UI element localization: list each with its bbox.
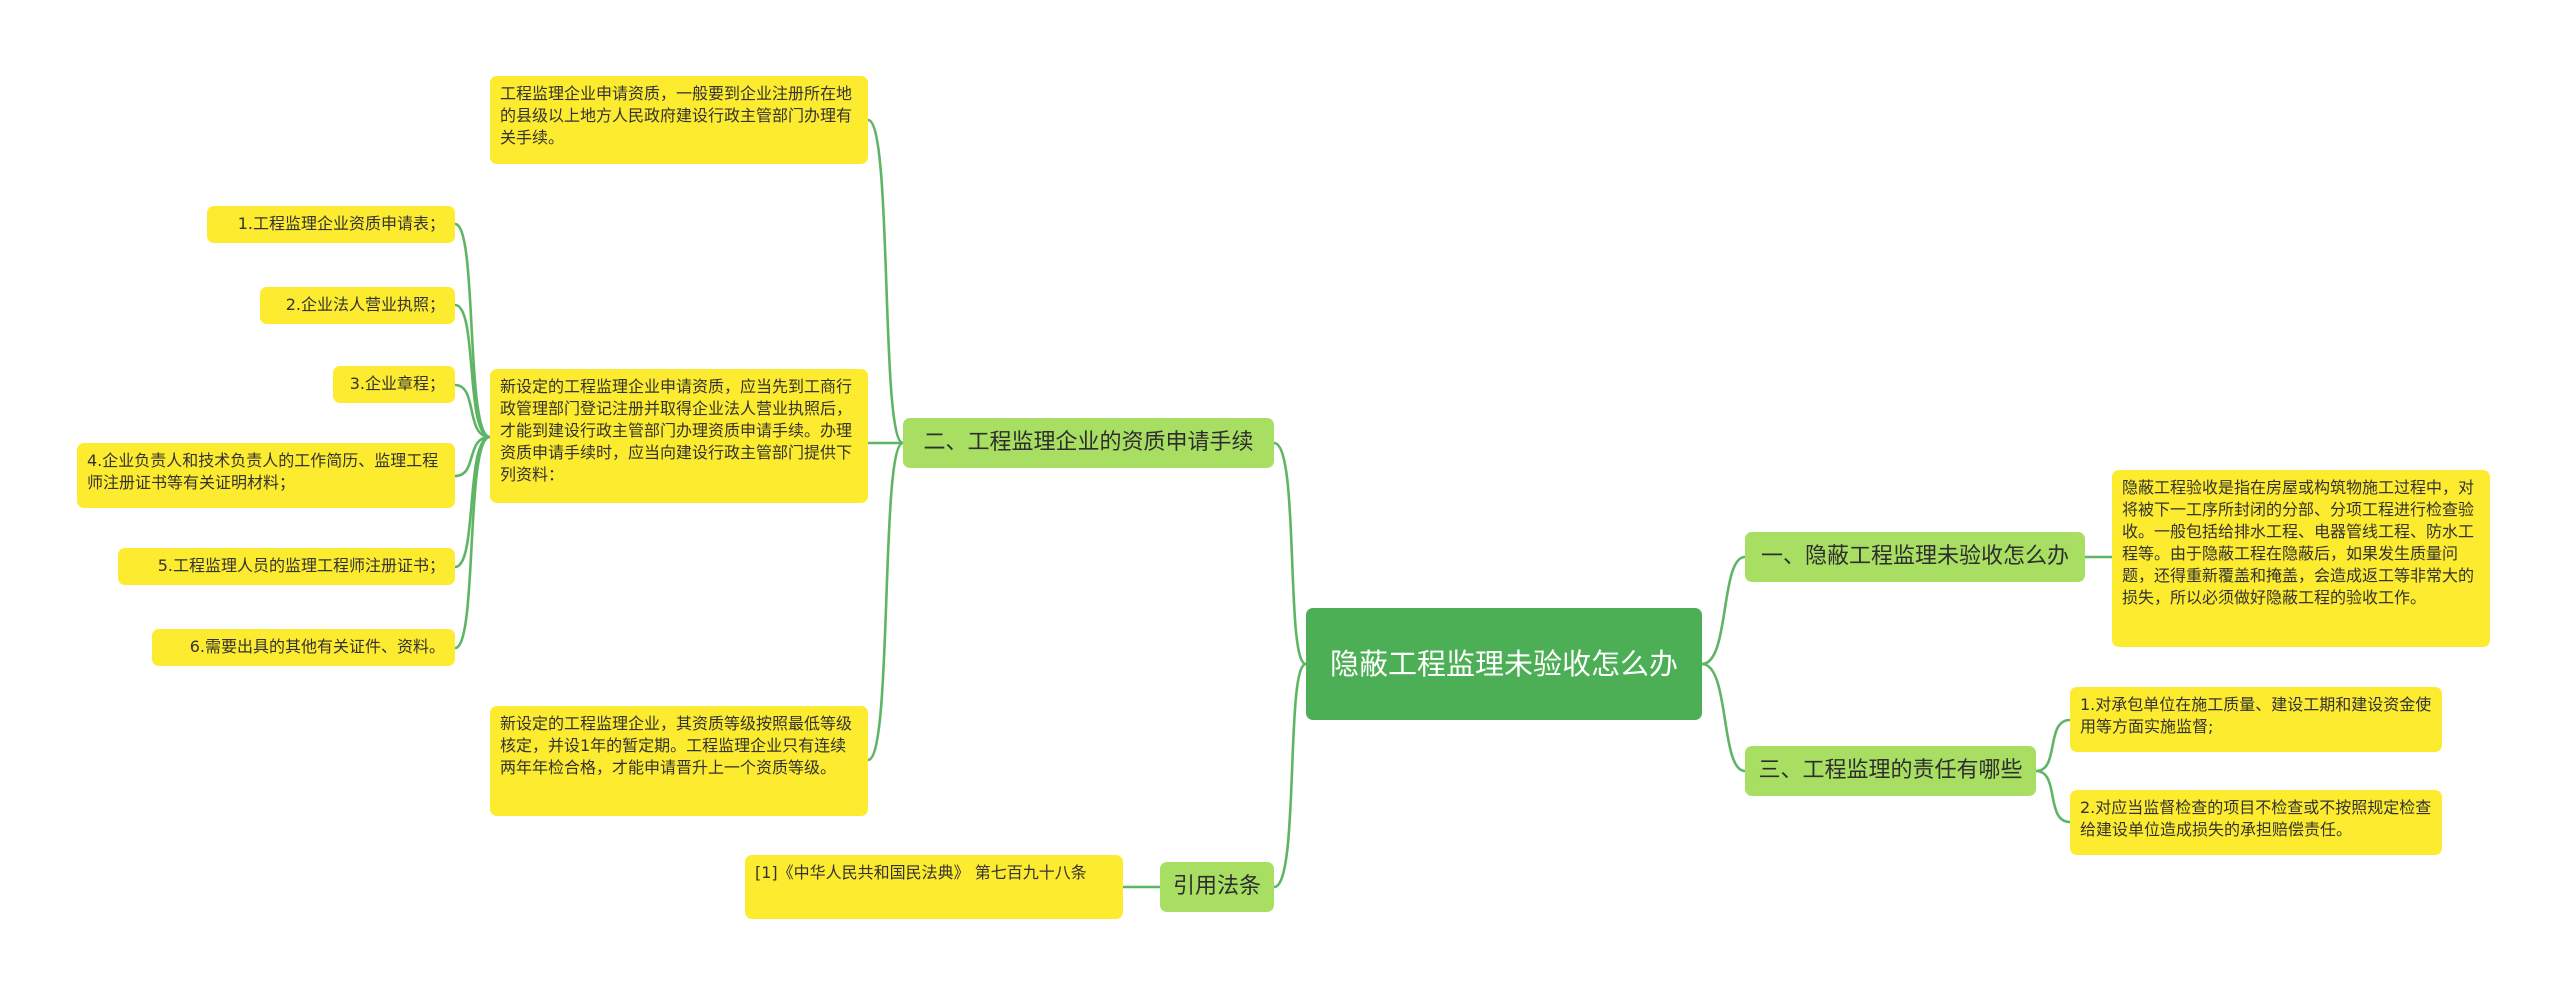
material-item-2-text: 2.企业法人营业执照；	[285, 295, 445, 314]
edge-b2-leaf1	[867, 118, 904, 445]
material-item-6[interactable]: 6.需要出具的其他有关证件、资料。	[152, 629, 455, 666]
edge-b3-leaf2	[2035, 769, 2071, 824]
leaf-b2-grade[interactable]: 新设定的工程监理企业，其资质等级按照最低等级核定，并设1年的暂定期。工程监理企业…	[490, 706, 868, 816]
branch-3[interactable]: 三、工程监理的责任有哪些	[1745, 746, 2036, 796]
leaf-b4-law[interactable]: [1]《中华人民共和国民法典》 第七百九十八条	[745, 855, 1123, 919]
branch-1-label: 一、隐蔽工程监理未验收怎么办	[1760, 544, 2069, 569]
edge-m3	[454, 383, 491, 439]
material-item-6-text: 6.需要出具的其他有关证件、资料。	[189, 637, 445, 656]
edge-root-b2	[1273, 441, 1307, 666]
material-item-1[interactable]: 1.工程监理企业资质申请表；	[207, 206, 455, 243]
leaf-b2-procedure[interactable]: 新设定的工程监理企业申请资质，应当先到工商行政管理部门登记注册并取得企业法人营业…	[490, 369, 868, 503]
edge-m2	[454, 303, 491, 439]
material-item-2[interactable]: 2.企业法人营业执照；	[260, 287, 455, 324]
material-item-4-text: 4.企业负责人和技术负责人的工作简历、监理工程师注册证书等有关证明材料；	[87, 451, 439, 492]
root-topic-label: 隐蔽工程监理未验收怎么办	[1329, 647, 1678, 681]
edge-m6	[454, 435, 491, 650]
edge-m5	[454, 435, 491, 569]
leaf-b3-duty-2-text: 2.对应当监督检查的项目不检查或不按照规定检查给建设单位造成损失的承担赔偿责任。	[2080, 798, 2432, 839]
branch-4[interactable]: 引用法条	[1160, 862, 1274, 912]
leaf-b2-where-text: 工程监理企业申请资质，一般要到企业注册所在地的县级以上地方人民政府建设行政主管部…	[500, 84, 853, 147]
edge-m1	[454, 222, 491, 439]
root-topic[interactable]: 隐蔽工程监理未验收怎么办	[1306, 608, 1702, 720]
branch-1[interactable]: 一、隐蔽工程监理未验收怎么办	[1745, 532, 2085, 582]
leaf-b4-law-text: [1]《中华人民共和国民法典》 第七百九十八条	[755, 863, 1087, 882]
edge-b3-leaf1	[2035, 718, 2071, 773]
edge-m4	[454, 435, 491, 478]
material-item-5-text: 5.工程监理人员的监理工程师注册证书；	[157, 556, 445, 575]
edge-b2-leaf3	[867, 441, 904, 762]
leaf-b3-duty-2[interactable]: 2.对应当监督检查的项目不检查或不按照规定检查给建设单位造成损失的承担赔偿责任。	[2070, 790, 2442, 855]
edge-root-b1	[1701, 555, 1746, 666]
material-item-5[interactable]: 5.工程监理人员的监理工程师注册证书；	[118, 548, 455, 585]
material-item-1-text: 1.工程监理企业资质申请表；	[237, 214, 445, 233]
branch-2[interactable]: 二、工程监理企业的资质申请手续	[903, 418, 1274, 468]
leaf-b2-where[interactable]: 工程监理企业申请资质，一般要到企业注册所在地的县级以上地方人民政府建设行政主管部…	[490, 76, 868, 164]
material-item-3-text: 3.企业章程；	[349, 374, 445, 393]
leaf-b3-duty-1[interactable]: 1.对承包单位在施工质量、建设工期和建设资金使用等方面实施监督;	[2070, 687, 2442, 752]
branch-2-label: 二、工程监理企业的资质申请手续	[923, 430, 1254, 455]
edge-root-b3	[1701, 662, 1746, 773]
material-item-3[interactable]: 3.企业章程；	[333, 366, 455, 403]
leaf-b2-procedure-text: 新设定的工程监理企业申请资质，应当先到工商行政管理部门登记注册并取得企业法人营业…	[500, 377, 853, 484]
leaf-b1-explanation[interactable]: 隐蔽工程验收是指在房屋或构筑物施工过程中，对将被下一工序所封闭的分部、分项工程进…	[2112, 470, 2490, 647]
edge-root-b4	[1273, 662, 1307, 889]
leaf-b3-duty-1-text: 1.对承包单位在施工质量、建设工期和建设资金使用等方面实施监督;	[2080, 695, 2432, 736]
branch-3-label: 三、工程监理的责任有哪些	[1758, 758, 2023, 783]
leaf-b2-grade-text: 新设定的工程监理企业，其资质等级按照最低等级核定，并设1年的暂定期。工程监理企业…	[500, 714, 853, 777]
leaf-b1-explanation-text: 隐蔽工程验收是指在房屋或构筑物施工过程中，对将被下一工序所封闭的分部、分项工程进…	[2122, 478, 2475, 607]
material-item-4[interactable]: 4.企业负责人和技术负责人的工作简历、监理工程师注册证书等有关证明材料；	[77, 443, 455, 508]
branch-4-label: 引用法条	[1172, 874, 1261, 899]
